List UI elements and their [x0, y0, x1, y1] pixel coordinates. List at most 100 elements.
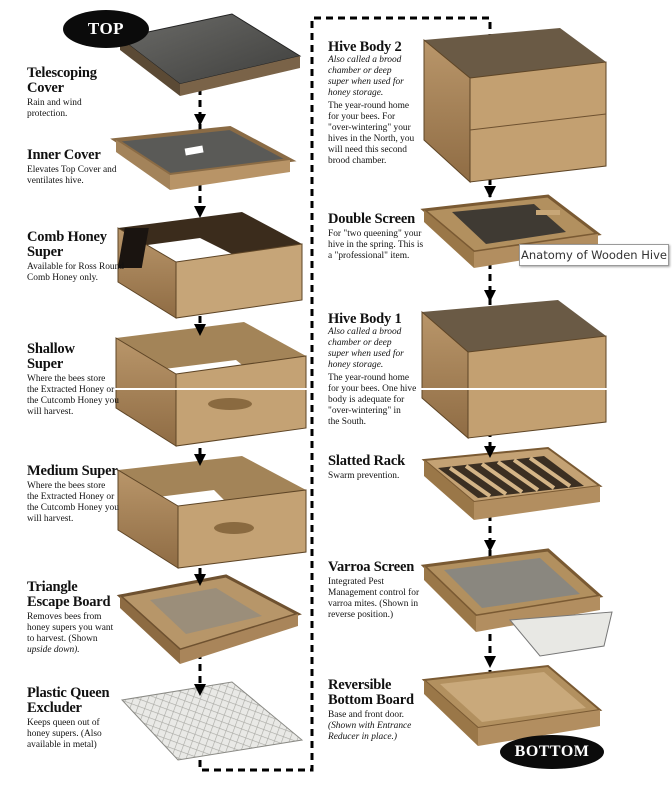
label-note: chamber or deep — [328, 338, 392, 348]
label-desc: For "two queening" your — [328, 229, 422, 239]
label-desc: Available for Ross Round — [27, 262, 124, 272]
label-hive-body-1: Hive Body 1 Also called a brood chamber … — [328, 312, 423, 428]
label-title: Medium Super — [27, 463, 118, 479]
slatted-rack-image — [421, 446, 603, 520]
comb-honey-super-image — [117, 212, 303, 319]
shallow-super-image — [115, 322, 307, 447]
label-telescoping-cover: Telescoping Cover Rain and wind protecti… — [27, 66, 127, 120]
label-title: Varroa Screen — [328, 559, 415, 575]
label-desc: "over-wintering" your — [328, 123, 411, 133]
label-desc: for your bees. One hive — [328, 384, 417, 394]
label-desc: Where the bees store — [27, 481, 106, 491]
varroa-screen-image — [420, 548, 613, 657]
label-title: Triangle — [27, 579, 78, 595]
label-desc: the Extracted Honey or — [27, 385, 115, 395]
label-desc: body is adequate for — [328, 395, 405, 405]
label-title: Plastic Queen — [27, 685, 110, 701]
bottom-marker: BOTTOM — [500, 735, 604, 769]
label-comb-honey-super: Comb Honey Super Available for Ross Roun… — [27, 230, 142, 284]
label-desc: will harvest. — [27, 514, 74, 524]
label-desc: Integrated Pest — [328, 577, 384, 587]
connector-path — [198, 16, 492, 772]
label-note: Reducer in place.) — [328, 732, 397, 742]
label-title: Excluder — [27, 700, 82, 716]
label-desc: Removes bees from — [27, 612, 102, 622]
image-tooltip: Anatomy of Wooden Hive — [519, 244, 669, 266]
hive-body-2-image — [423, 28, 607, 184]
label-title: Comb Honey — [27, 229, 107, 245]
label-desc: the Extracted Honey or — [27, 492, 115, 502]
label-desc: for your bees. For — [328, 112, 396, 122]
label-desc: Keeps queen out of — [27, 718, 100, 728]
label-title: Escape Board — [27, 594, 111, 610]
label-desc: honey supers you want — [27, 623, 114, 633]
label-desc: hive in the spring. This is — [328, 240, 424, 250]
label-desc: Elevates Top Cover and — [27, 165, 117, 175]
label-desc: hives in the North, you — [328, 134, 415, 144]
label-note: super when used for — [328, 349, 404, 359]
label-desc: will need this second — [328, 145, 407, 155]
label-desc: "over-wintering" in — [328, 406, 401, 416]
label-hive-body-2: Hive Body 2 Also called a brood chamber … — [328, 40, 423, 167]
label-title: Super — [27, 356, 64, 372]
label-title: Telescoping — [27, 65, 97, 81]
double-screen-image — [420, 194, 602, 268]
telescoping-cover-image — [118, 13, 302, 96]
label-slatted-rack: Slatted Rack Swarm prevention. — [328, 454, 428, 482]
label-note: honey storage. — [328, 360, 384, 370]
label-title: Hive Body 2 — [328, 39, 402, 55]
label-desc: upside down). — [27, 645, 80, 655]
label-desc: varroa mites. (Shown in — [328, 599, 419, 609]
label-shallow-super: Shallow Super Where the bees store the E… — [27, 342, 142, 418]
label-title: Inner Cover — [27, 147, 101, 163]
label-desc: ventilates hive. — [27, 176, 84, 186]
label-note: Also called a brood — [328, 327, 402, 337]
label-desc: Comb Honey only. — [27, 273, 99, 283]
triangle-escape-board-image — [116, 574, 302, 664]
label-desc: Swarm prevention. — [328, 471, 400, 481]
scan-artifact-line — [0, 388, 672, 390]
label-desc: protection. — [27, 109, 68, 119]
bottom-board-image — [421, 664, 603, 746]
label-title: Cover — [27, 80, 64, 96]
label-desc: a "professional" item. — [328, 251, 410, 261]
label-desc: Rain and wind — [27, 98, 82, 108]
label-inner-cover: Inner Cover Elevates Top Cover and venti… — [27, 148, 147, 187]
label-desc: honey supers. (Also — [27, 729, 102, 739]
label-note: super when used for — [328, 77, 404, 87]
label-queen-excluder: Plastic Queen Excluder Keeps queen out o… — [27, 686, 142, 751]
label-title: Slatted Rack — [328, 453, 405, 469]
label-title: Double Screen — [328, 211, 415, 227]
label-bottom-board: Reversible Bottom Board Base and front d… — [328, 678, 428, 743]
label-varroa-screen: Varroa Screen Integrated Pest Management… — [328, 560, 428, 621]
label-title: Hive Body 1 — [328, 311, 402, 327]
label-desc: available in metal) — [27, 740, 97, 750]
label-title: Super — [27, 244, 64, 260]
label-desc: the Cutcomb Honey you — [27, 503, 119, 513]
label-desc: to harvest. (Shown — [27, 634, 98, 644]
label-desc: the Cutcomb Honey you — [27, 396, 119, 406]
label-desc: The year-round home — [328, 101, 410, 111]
inner-cover-image — [110, 125, 297, 190]
label-note: chamber or deep — [328, 66, 392, 76]
medium-super-image — [117, 456, 307, 569]
label-desc: the South. — [328, 417, 367, 427]
label-triangle-escape-board: Triangle Escape Board Removes bees from … — [27, 580, 142, 656]
label-note: honey storage. — [328, 88, 384, 98]
queen-excluder-image — [120, 681, 304, 761]
label-desc: will harvest. — [27, 407, 74, 417]
label-title: Reversible — [328, 677, 392, 693]
label-desc: reverse position.) — [328, 610, 394, 620]
top-marker: TOP — [63, 10, 149, 48]
label-desc: The year-round home — [328, 373, 410, 383]
label-desc: Management control for — [328, 588, 420, 598]
label-desc: brood chamber. — [328, 156, 387, 166]
hive-body-1-image — [421, 300, 607, 440]
label-desc: Where the bees store — [27, 374, 106, 384]
label-medium-super: Medium Super Where the bees store the Ex… — [27, 464, 142, 525]
label-note: (Shown with Entrance — [328, 721, 412, 731]
label-desc: Base and front door. — [328, 710, 405, 720]
label-title: Bottom Board — [328, 692, 414, 708]
label-note: Also called a brood — [328, 55, 402, 65]
